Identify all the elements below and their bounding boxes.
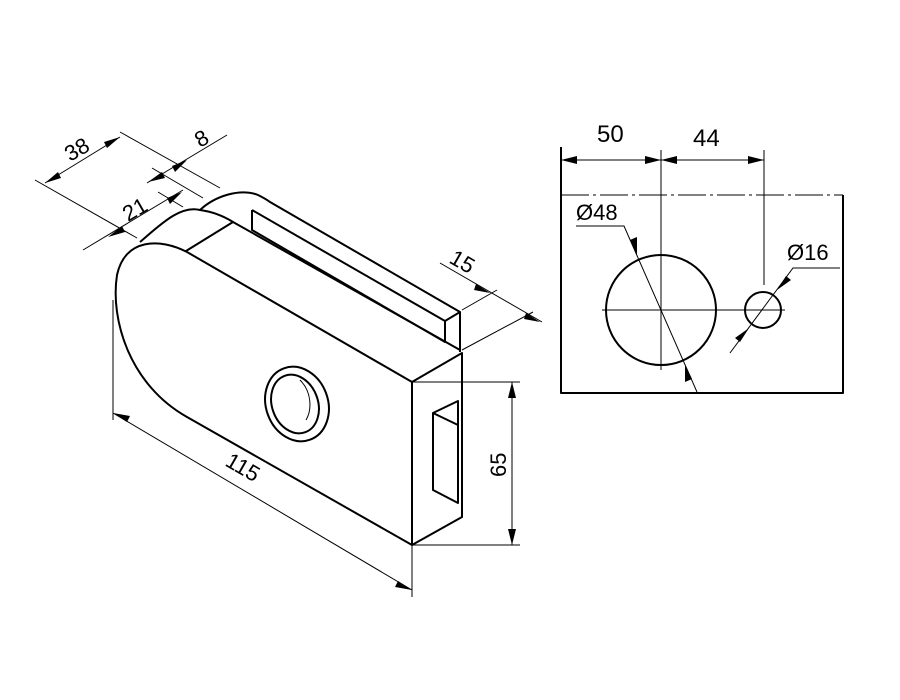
- dimension-65: 65: [412, 381, 520, 546]
- cylinder-hole: [264, 365, 330, 443]
- isometric-view: 38 21 8 15: [34, 125, 543, 597]
- dimension-label-38: 38: [60, 132, 94, 166]
- dimension-8: 8: [146, 125, 228, 199]
- large-hole-circle: [605, 254, 717, 366]
- dimension-15: 15: [439, 245, 543, 351]
- dimension-diameter-48: Ø48: [576, 200, 698, 393]
- dimension-label-15: 15: [446, 245, 480, 279]
- dimension-115: 115: [112, 300, 413, 597]
- dimension-diameter-16: Ø16: [729, 240, 840, 354]
- dimension-label-65: 65: [486, 453, 511, 477]
- hole-layout-view: 50 44 Ø48 Ø16: [560, 121, 844, 394]
- latch-slot: [432, 400, 459, 504]
- dimension-label-50: 50: [597, 121, 624, 148]
- dimension-label-21: 21: [118, 192, 152, 226]
- dimension-label-diameter-16: Ø16: [787, 240, 829, 265]
- small-hole-circle: [744, 291, 782, 329]
- dimension-label-8: 8: [190, 125, 213, 153]
- dimension-label-44: 44: [693, 125, 720, 152]
- dimension-44: 44: [661, 125, 764, 164]
- lock-body: [114, 191, 463, 546]
- dimension-50: 50: [561, 121, 661, 164]
- dimension-label-diameter-48: Ø48: [576, 200, 618, 225]
